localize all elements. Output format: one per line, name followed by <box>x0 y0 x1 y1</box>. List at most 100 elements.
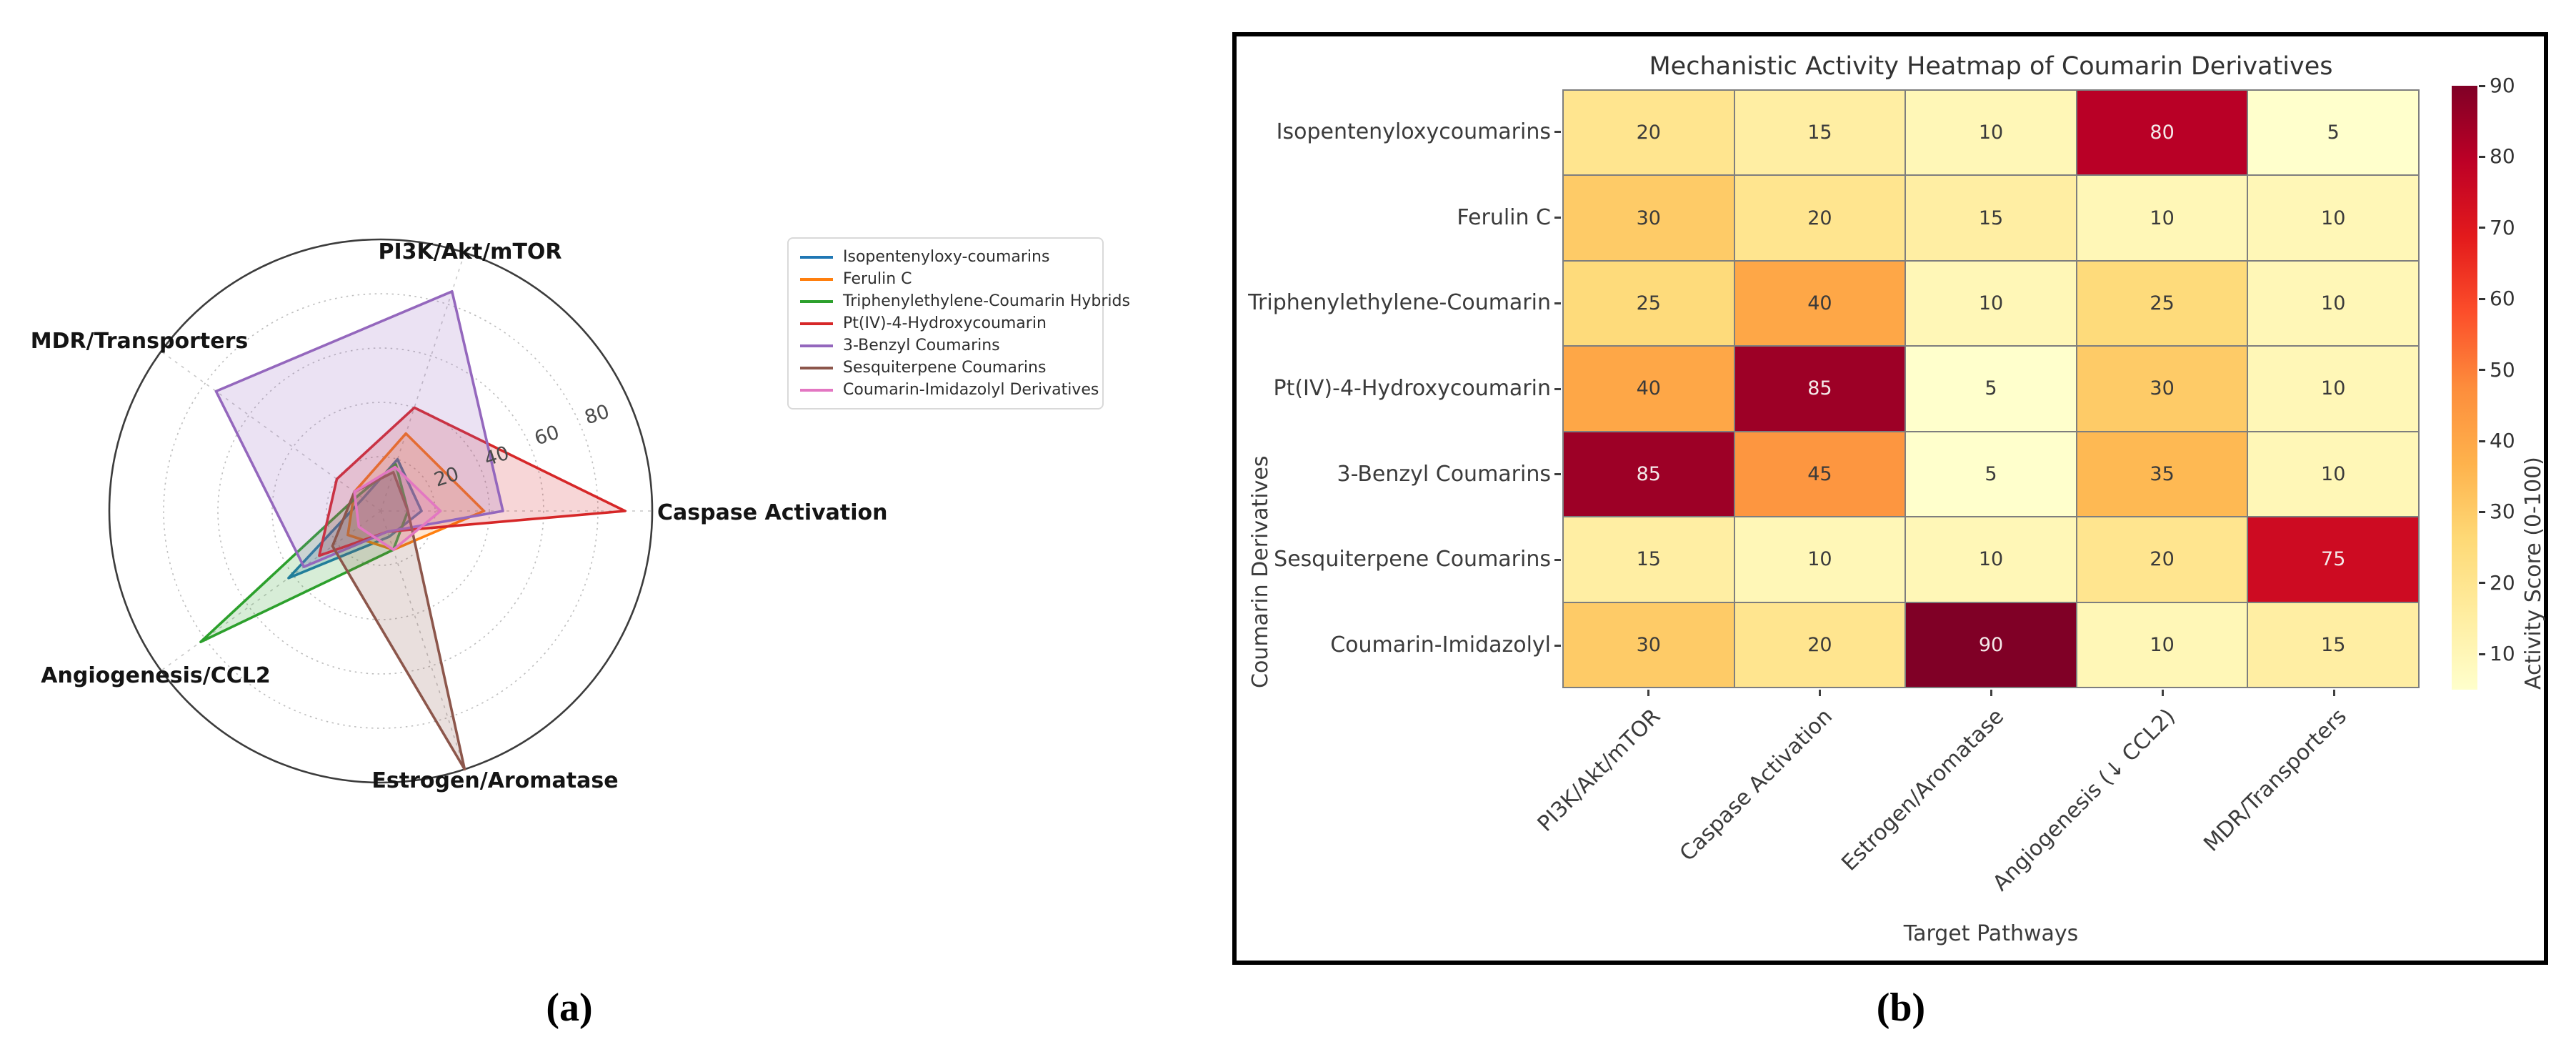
colorbar-tick-mark <box>2479 227 2485 229</box>
heatmap-cell: 5 <box>2248 91 2418 175</box>
heatmap-row-label: Sesquiterpene Coumarins <box>1274 547 1551 572</box>
heatmap-cell: 80 <box>2077 91 2247 175</box>
heatmap-cell: 5 <box>1906 432 2076 517</box>
legend-item-label: Isopentenyloxy-coumarins <box>843 248 1050 266</box>
legend-line-swatch <box>800 344 833 347</box>
heatmap-cell: 15 <box>1564 517 1734 602</box>
x-tick-mark <box>1818 690 1821 696</box>
heatmap-row-label: Coumarin-Imidazolyl <box>1330 632 1551 658</box>
y-tick-mark <box>1554 558 1561 561</box>
heatmap-cell: 10 <box>1734 517 1905 602</box>
heatmap-column-label: PI3K/Akt/mTOR <box>1533 704 1666 837</box>
heatmap-cell: 85 <box>1734 347 1905 431</box>
heatmap-cell: 10 <box>2077 602 2247 687</box>
heatmap-cell: 5 <box>1906 347 2076 431</box>
colorbar-tick-mark <box>2479 510 2485 513</box>
colorbar-tick-mark <box>2479 440 2485 442</box>
heatmap-cell: 30 <box>2077 347 2247 431</box>
heatmap-row-label: Isopentenyloxycoumarins <box>1276 119 1551 144</box>
radar-series-polygon <box>353 465 442 552</box>
heatmap-cell: 40 <box>1564 347 1734 431</box>
heatmap-cell: 10 <box>1906 91 2076 175</box>
heatmap-row-label: Pt(IV)-4-Hydroxycoumarin <box>1273 376 1552 401</box>
heatmap-column-label: Angiogenesis (↓ CCL2) <box>1987 704 2180 896</box>
heatmap-row-label: 3-Benzyl Coumarins <box>1337 461 1551 487</box>
legend-line-swatch <box>800 388 833 392</box>
heatmap-cell: 10 <box>2248 347 2418 431</box>
radar-outer-circle <box>108 238 654 784</box>
heatmap-cell: 20 <box>2077 517 2247 602</box>
colorbar-tick-mark <box>2479 155 2485 158</box>
caption-b: (b) <box>1876 986 1926 1030</box>
heatmap-column-label: Caspase Activation <box>1674 704 1837 867</box>
x-tick-mark <box>2332 690 2335 696</box>
heatmap-column-label: Estrogen/Aromatase <box>1837 704 2009 876</box>
x-tick-mark <box>1647 690 1649 696</box>
radar-grid-ring <box>217 347 544 675</box>
radar-spoke <box>161 510 381 672</box>
colorbar-tick-label: 90 <box>2490 74 2515 97</box>
y-tick-mark <box>1554 217 1561 219</box>
legend-item-label: Triphenylethylene-Coumarin Hybrids <box>843 292 1130 310</box>
colorbar-tick-mark <box>2479 582 2485 585</box>
radar-spoke <box>380 252 466 512</box>
radar-axis-label: PI3K/Akt/mTOR <box>378 239 561 264</box>
heatmap-cell: 45 <box>1734 432 1905 517</box>
heatmap-cell: 10 <box>2077 176 2247 260</box>
heatmap-cell: 25 <box>1564 261 1734 346</box>
colorbar-tick-label: 10 <box>2490 642 2515 666</box>
heatmap-cell: 10 <box>1906 261 2076 346</box>
colorbar-tick-mark <box>2479 652 2485 655</box>
colorbar-label: Activity Score (0-100) <box>2521 457 2546 690</box>
legend-item: Pt(IV)-4-Hydroxycoumarin <box>797 312 1094 334</box>
heatmap-cell: 10 <box>2248 432 2418 517</box>
heatmap-cell: 25 <box>2077 261 2247 346</box>
colorbar-tick-label: 20 <box>2490 570 2515 595</box>
radar-series-polygon <box>214 289 504 569</box>
radar-axis-label: Estrogen/Aromatase <box>371 768 618 793</box>
colorbar-tick-label: 50 <box>2490 357 2515 382</box>
legend-line-swatch <box>800 322 833 325</box>
heatmap-cell: 20 <box>1564 91 1734 175</box>
colorbar-tick-mark <box>2479 84 2485 87</box>
radar-r-tick-label: 60 <box>531 421 561 450</box>
caption-a: (a) <box>546 986 593 1030</box>
heatmap-title: Mechanistic Activity Heatmap of Coumarin… <box>1649 52 2333 81</box>
legend-line-swatch <box>800 255 833 259</box>
heatmap-cell: 10 <box>2248 176 2418 260</box>
radar-r-tick-label: 80 <box>582 400 612 429</box>
radar-grid-ring <box>163 293 599 729</box>
heatmap-cell: 30 <box>1564 176 1734 260</box>
colorbar-tick-label: 60 <box>2490 287 2515 311</box>
legend-item: Ferulin C <box>797 268 1094 290</box>
colorbar-tick-mark <box>2479 369 2485 372</box>
heatmap-cell: 10 <box>1906 517 2076 602</box>
legend-item-label: Sesquiterpene Coumarins <box>843 359 1047 377</box>
x-tick-mark <box>1990 690 1992 696</box>
y-tick-mark <box>1554 473 1561 476</box>
colorbar-tick-label: 70 <box>2490 215 2515 239</box>
radar-grid-ring <box>326 456 436 566</box>
legend-line-swatch <box>800 299 833 303</box>
heatmap-cell: 15 <box>2248 602 2418 687</box>
legend-item: 3-Benzyl Coumarins <box>797 334 1094 357</box>
heatmap-row-label: Ferulin C <box>1457 204 1551 230</box>
heatmap-cell: 30 <box>1564 602 1734 687</box>
radar-spoke <box>161 350 381 512</box>
heatmap-row-label: Triphenylethylene-Coumarin <box>1248 290 1551 316</box>
legend-item-label: Ferulin C <box>843 270 912 288</box>
heatmap-cell: 85 <box>1564 432 1734 517</box>
colorbar <box>2452 86 2477 690</box>
heatmap-cell: 90 <box>1906 602 2076 687</box>
colorbar-tick-label: 40 <box>2490 429 2515 453</box>
colorbar-tick-mark <box>2479 297 2485 300</box>
heatmap-cell: 10 <box>2248 261 2418 346</box>
heatmap-cell: 15 <box>1734 91 1905 175</box>
panel-b-heatmap: Mechanistic Activity Heatmap of Coumarin… <box>1232 32 2548 965</box>
colorbar-tick-label: 80 <box>2490 144 2515 169</box>
radar-axis-label: Angiogenesis/CCL2 <box>41 663 270 688</box>
legend-line-swatch <box>800 366 833 369</box>
